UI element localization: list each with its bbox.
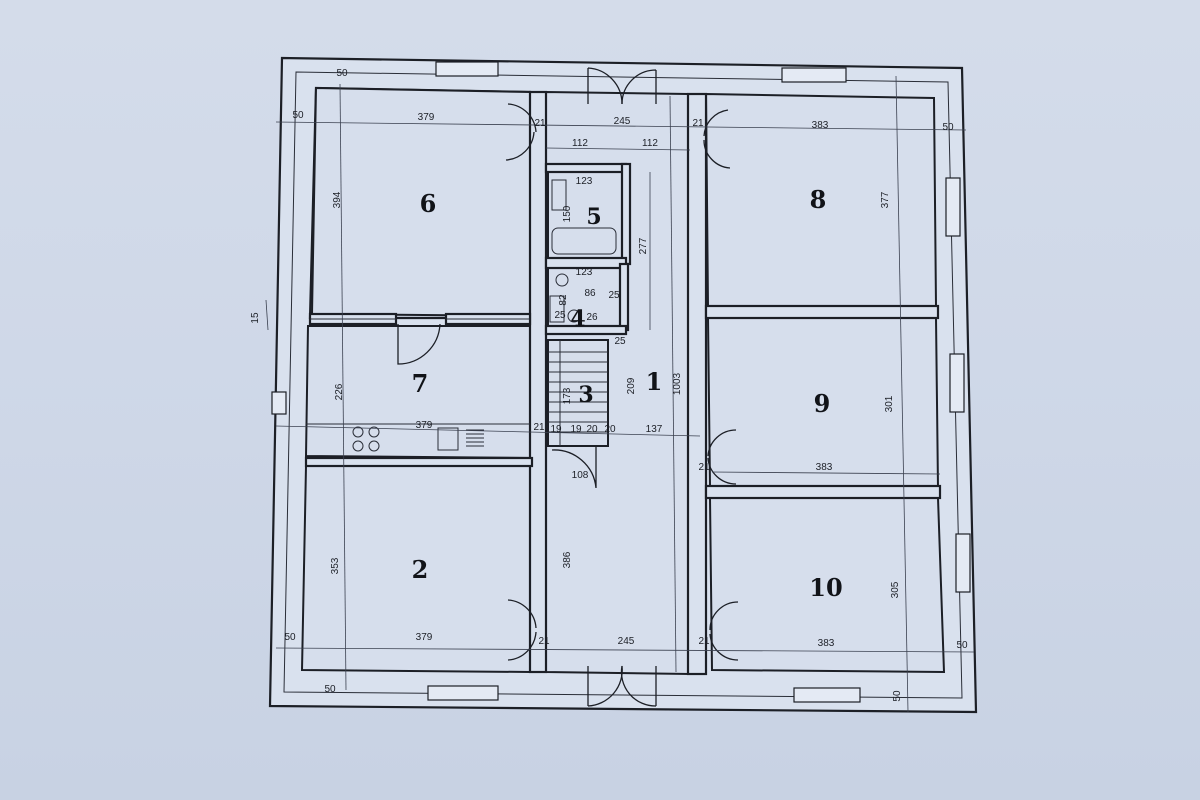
sink	[437, 427, 459, 451]
dim-label: 1003	[672, 372, 683, 395]
stairs	[548, 340, 608, 446]
dim-label: 377	[880, 191, 891, 208]
dim-label: 21	[534, 118, 546, 129]
partition-walls	[304, 90, 942, 676]
dim-label: 383	[816, 462, 833, 473]
room-label-10: 10	[809, 573, 842, 602]
window-bottom-left	[427, 685, 499, 701]
dim-label: 21	[533, 422, 545, 433]
room-label-7: 7	[412, 369, 429, 398]
dim-label: 19	[570, 424, 582, 435]
doors	[397, 67, 739, 707]
dim-label: 383	[812, 120, 829, 131]
dimension-lines	[265, 75, 975, 713]
dim-label: 383	[818, 638, 835, 649]
windows	[271, 61, 971, 703]
dim-label: 19	[550, 424, 562, 435]
dim-label: 20	[586, 424, 598, 435]
dim-label: 394	[332, 191, 343, 208]
room-label-4: 4	[570, 306, 585, 332]
dim-label: 301	[884, 395, 895, 412]
dimension-labels: 50 50 379 21 245 112 112 21 383 50 394 3…	[250, 68, 968, 702]
dim-label: 86	[584, 288, 596, 299]
dim-label: 137	[646, 424, 663, 435]
dim-label: 108	[572, 470, 589, 481]
dim-label: 25	[608, 290, 620, 301]
room-3	[547, 339, 609, 447]
room-label-2: 2	[412, 555, 429, 584]
dim-label: 123	[576, 267, 593, 278]
dim-label: 15	[250, 312, 261, 324]
room-label-8: 8	[810, 185, 827, 214]
window-right-10	[955, 533, 971, 593]
dim-label: 25	[614, 336, 626, 347]
outer-wall-inner	[283, 71, 963, 699]
room-label-1: 1	[646, 367, 663, 396]
dim-label: 150	[562, 205, 573, 222]
wall-6-7	[308, 312, 532, 326]
dim-label: 50	[324, 684, 336, 695]
dim-label: 50	[956, 640, 968, 651]
dim-label: 50	[292, 110, 304, 121]
dim-label: 50	[942, 122, 954, 133]
window-left-7	[271, 391, 287, 415]
dim-label: 20	[604, 424, 616, 435]
bath-fixtures	[549, 179, 617, 323]
dim-label: 50	[892, 690, 903, 702]
window-top-left	[435, 61, 499, 77]
dim-label: 50	[284, 632, 296, 643]
dim-label: 379	[418, 112, 435, 123]
dim-label: 173	[562, 387, 573, 404]
dim-label: 209	[626, 377, 637, 394]
dim-label: 305	[890, 581, 901, 598]
dim-label: 226	[334, 383, 345, 400]
window-bottom-right	[793, 687, 861, 703]
dim-label: 386	[562, 551, 573, 568]
window-right-8	[945, 177, 961, 237]
room-label-6: 6	[420, 189, 437, 218]
dim-label: 21	[698, 636, 710, 647]
dim-label: 112	[572, 138, 588, 149]
dim-label: 379	[416, 632, 433, 643]
window-right-9	[949, 353, 965, 413]
dim-label: 25	[554, 310, 566, 321]
dim-label: 21	[538, 636, 550, 647]
dim-label: 112	[642, 138, 658, 149]
room-label-9: 9	[814, 389, 831, 418]
dim-label: 82	[558, 294, 569, 306]
dim-label: 123	[576, 176, 593, 187]
dim-label: 21	[698, 462, 710, 473]
dim-label: 353	[330, 557, 341, 574]
dim-label: 21	[692, 118, 704, 129]
window-top-right	[781, 67, 847, 83]
stove-burner	[352, 426, 364, 438]
dim-label: 26	[586, 312, 598, 323]
dim-label: 277	[638, 237, 649, 254]
dim-label: 379	[416, 420, 433, 431]
room-label-3: 3	[578, 382, 593, 408]
dim-label: 50	[336, 68, 348, 79]
dim-label: 245	[618, 636, 635, 647]
dim-label: 245	[614, 116, 631, 127]
room-label-5: 5	[586, 204, 601, 230]
